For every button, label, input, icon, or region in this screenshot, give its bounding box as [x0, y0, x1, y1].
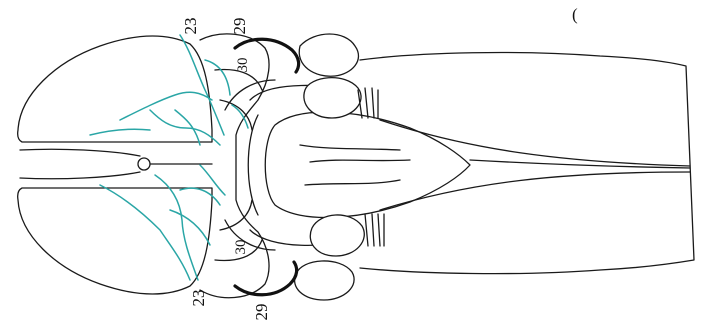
- label-30-top: 30: [235, 58, 251, 73]
- nerve-roots: [358, 88, 384, 246]
- corner-mark: (: [572, 5, 578, 24]
- cerebellum: [248, 85, 470, 245]
- label-23-top: 23: [181, 18, 200, 35]
- medulla-spinal-cord: [360, 53, 694, 274]
- cerebral-hemispheres: [18, 36, 212, 294]
- optic-lobes: [295, 34, 365, 300]
- label-29-top: 29: [230, 18, 249, 35]
- label-29-bottom: 29: [252, 304, 271, 321]
- label-23-bottom: 23: [189, 290, 208, 307]
- label-30-bottom: 30: [233, 240, 249, 255]
